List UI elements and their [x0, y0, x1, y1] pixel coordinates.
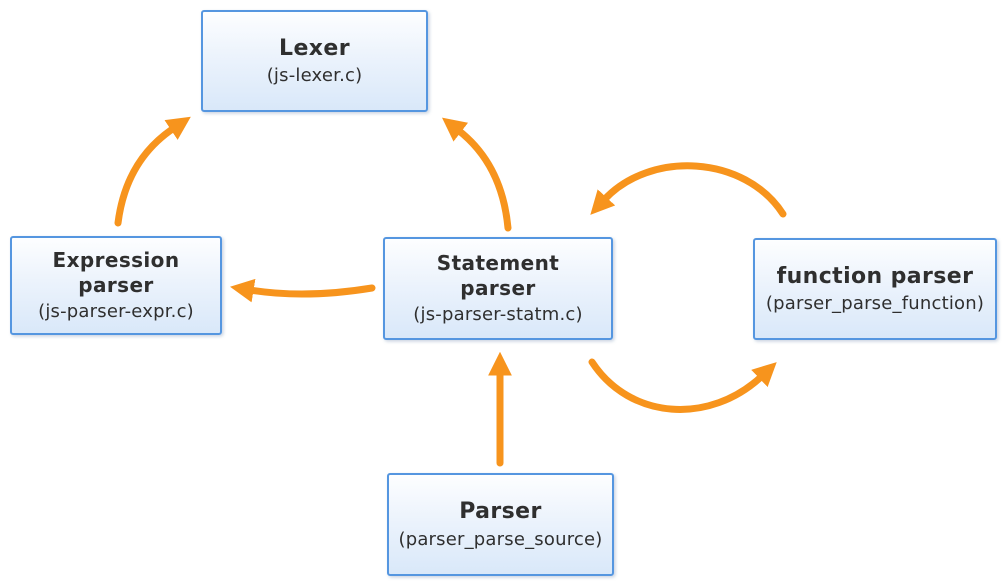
node-subtitle: (js-parser-expr.c) [38, 300, 194, 322]
node-statement-parser: Statement parser (js-parser-statm.c) [383, 237, 613, 340]
node-expression-parser: Expression parser (js-parser-expr.c) [10, 236, 222, 335]
node-lexer: Lexer (js-lexer.c) [201, 10, 428, 112]
arrow-statement-to-expression [230, 278, 376, 303]
arrow-expression-to-lexer [114, 116, 191, 227]
arrow-statement-to-function [588, 358, 777, 413]
node-subtitle: (js-lexer.c) [266, 65, 363, 87]
node-title: Parser [459, 499, 542, 525]
arrow-function-to-statement [590, 162, 787, 218]
node-subtitle: (parser_parse_function) [765, 293, 985, 315]
node-parser: Parser (parser_parse_source) [387, 473, 614, 576]
node-title: Expression parser [52, 247, 180, 297]
node-subtitle: (js-parser-statm.c) [413, 303, 583, 325]
node-subtitle: (parser_parse_source) [398, 528, 603, 550]
arrow-statement-to-lexer [441, 117, 512, 232]
node-function-parser: function parser (parser_parse_function) [753, 238, 997, 340]
node-title: Lexer [279, 35, 350, 61]
node-title: function parser [776, 263, 974, 289]
node-title: Statement parser [436, 250, 560, 300]
